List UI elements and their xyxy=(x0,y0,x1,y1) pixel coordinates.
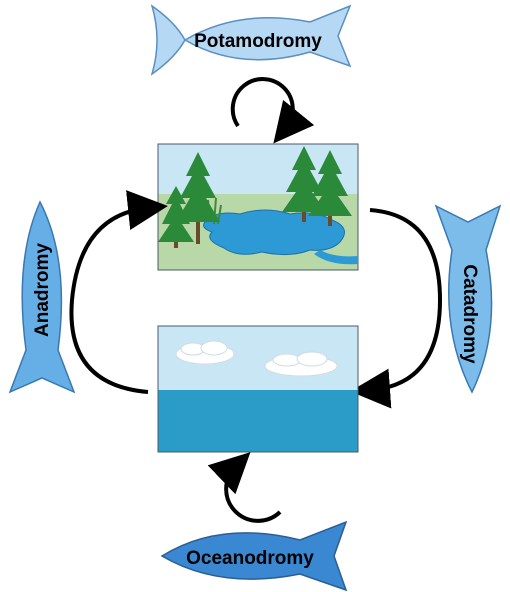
potamodromy-fish: Potamodromy xyxy=(150,4,352,76)
tree xyxy=(158,152,220,248)
catadromy-arrow xyxy=(350,208,443,409)
catadromy-fish: Catadromy xyxy=(434,204,502,394)
oceanodromy-loop-arrow xyxy=(207,452,282,523)
freshwater-scene xyxy=(157,143,359,271)
tree xyxy=(282,146,352,226)
potamodromy-label: Potamodromy xyxy=(194,31,322,52)
ocean-scene xyxy=(157,325,359,453)
cloud xyxy=(175,340,338,377)
catadromy-label: Catadromy xyxy=(459,264,480,364)
anadromy-label: Anadromy xyxy=(32,243,53,337)
lake xyxy=(203,209,345,256)
oceanodromy-label: Oceanodromy xyxy=(186,548,314,569)
oceanodromy-fish: Oceanodromy xyxy=(160,520,348,592)
anadromy-arrow xyxy=(69,190,168,394)
potamodromy-loop-arrow xyxy=(230,77,315,144)
anadromy-fish: Anadromy xyxy=(8,200,76,394)
